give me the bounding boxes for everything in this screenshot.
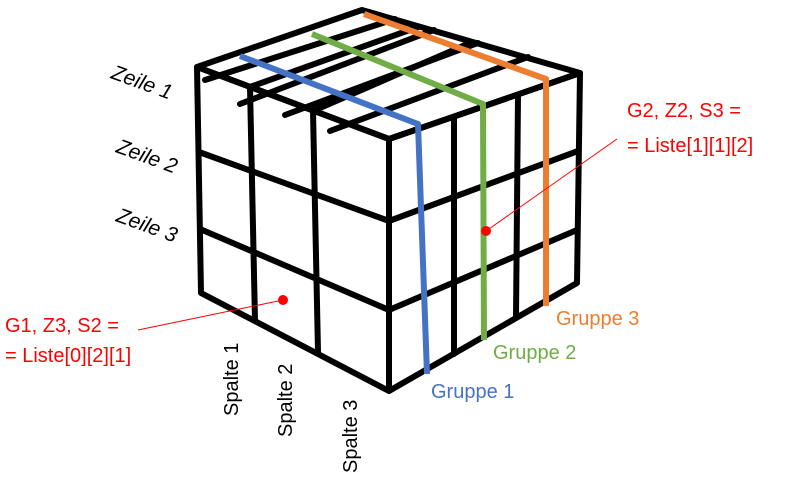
column-label-1: Spalte 1 — [221, 343, 243, 416]
front-annotation-line2: = Liste[0][2][1] — [5, 345, 131, 367]
right-gridline — [513, 92, 521, 321]
front-gridline — [197, 226, 392, 313]
group-label-2: Gruppe 2 — [493, 342, 576, 364]
row-label-2: Zeile 2 — [112, 135, 180, 179]
front-gridline — [247, 84, 258, 324]
group-3-line — [362, 11, 549, 306]
side-annotation-line1: G2, Z2, S3 = — [627, 100, 741, 122]
side-pointer-dot — [481, 226, 491, 236]
front-face — [194, 64, 392, 394]
group-1-line — [238, 53, 430, 375]
side-annotation-line2: = Liste[1][1][2] — [627, 135, 753, 157]
group-2-line — [310, 31, 487, 341]
column-label-2: Spalte 2 — [275, 364, 297, 437]
top-gridline — [327, 54, 531, 134]
annotation-pointers — [137, 138, 618, 331]
column-label-3: Spalte 3 — [340, 400, 362, 473]
front-gridline — [310, 108, 321, 355]
front-pointer-line — [137, 299, 284, 331]
group-label-3: Gruppe 3 — [556, 308, 639, 330]
front-annotation-line1: G1, Z3, S2 = — [5, 315, 119, 337]
row-label-1: Zeile 1 — [107, 61, 175, 105]
top-gridline — [247, 24, 421, 90]
top-gridline — [237, 27, 437, 107]
front-gridline — [196, 149, 392, 224]
group-label-1: Gruppe 1 — [431, 381, 514, 403]
front-pointer-dot — [278, 295, 288, 305]
side-pointer-line — [485, 138, 618, 232]
row-label-3: Zeile 3 — [112, 204, 180, 248]
top-gridline — [282, 40, 481, 118]
top-gridline — [202, 16, 398, 83]
group-lines — [238, 11, 549, 375]
